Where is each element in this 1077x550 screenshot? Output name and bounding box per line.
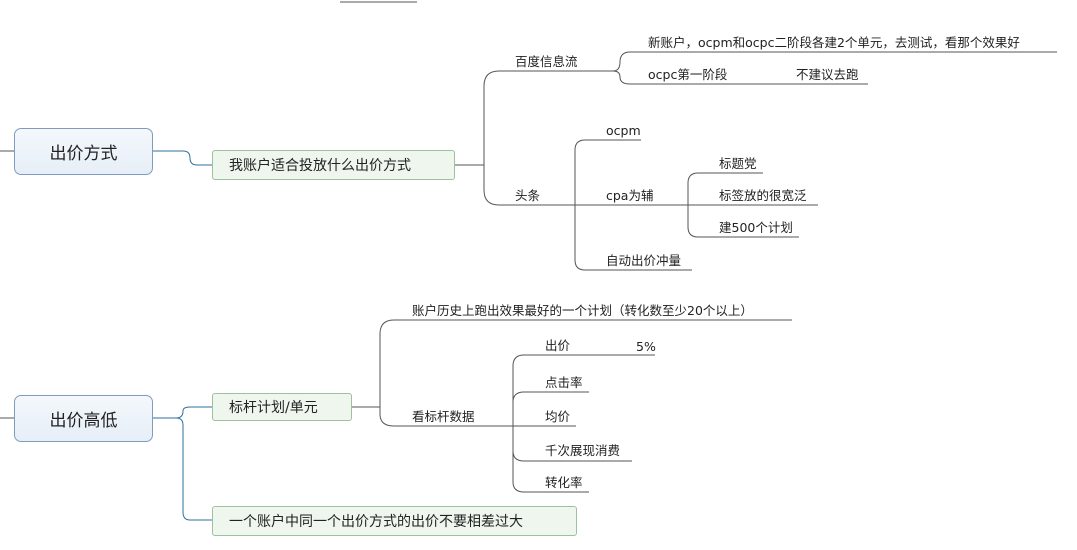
branch-toutiao-cpa[interactable]: cpa为辅 <box>606 188 654 203</box>
branch-metric-cpm[interactable]: 千次展现消费 <box>545 443 621 458</box>
branch-cpa-title-party[interactable]: 标题党 <box>719 156 757 171</box>
branch-cpa-500-plans[interactable]: 建500个计划 <box>719 220 793 235</box>
branch-metric-bid-pct[interactable]: 5% <box>636 339 656 354</box>
branch-metric-avg-price[interactable]: 均价 <box>545 409 571 424</box>
branch-metric-cvr[interactable]: 转化率 <box>545 475 583 490</box>
branch-toutiao-ocpm[interactable]: ocpm <box>606 123 641 138</box>
branch-baidu-new-account[interactable]: 新账户，ocpm和ocpc二阶段各建2个单元，去测试，看那个效果好 <box>648 35 1020 50</box>
main-topic-bid-method[interactable]: 出价方式 <box>14 128 153 175</box>
main-topic-bid-level[interactable]: 出价高低 <box>14 395 153 442</box>
branch-metric-ctr[interactable]: 点击率 <box>545 375 583 390</box>
subtopic-same-account-rule[interactable]: 一个账户中同一个出价方式的出价不要相差过大 <box>212 506 577 536</box>
branch-baidu-ocpc-stage1[interactable]: ocpc第一阶段 <box>648 67 728 82</box>
subtopic-bid-method-question[interactable]: 我账户适合投放什么出价方式 <box>212 150 455 180</box>
branch-toutiao-auto-bid[interactable]: 自动出价冲量 <box>606 253 682 268</box>
branch-view-benchmark[interactable]: 看标杆数据 <box>412 409 475 424</box>
branch-cpa-broad-tags[interactable]: 标签放的很宽泛 <box>719 188 807 203</box>
branch-toutiao[interactable]: 头条 <box>515 188 541 203</box>
subtopic-benchmark-plan[interactable]: 标杆计划/单元 <box>212 393 352 421</box>
branch-best-plan[interactable]: 账户历史上跑出效果最好的一个计划（转化数至少20个以上） <box>412 303 753 318</box>
branch-baidu-feed[interactable]: 百度信息流 <box>515 54 578 69</box>
branch-baidu-not-recommended[interactable]: 不建议去跑 <box>796 67 859 82</box>
branch-metric-bid[interactable]: 出价 <box>545 338 571 353</box>
